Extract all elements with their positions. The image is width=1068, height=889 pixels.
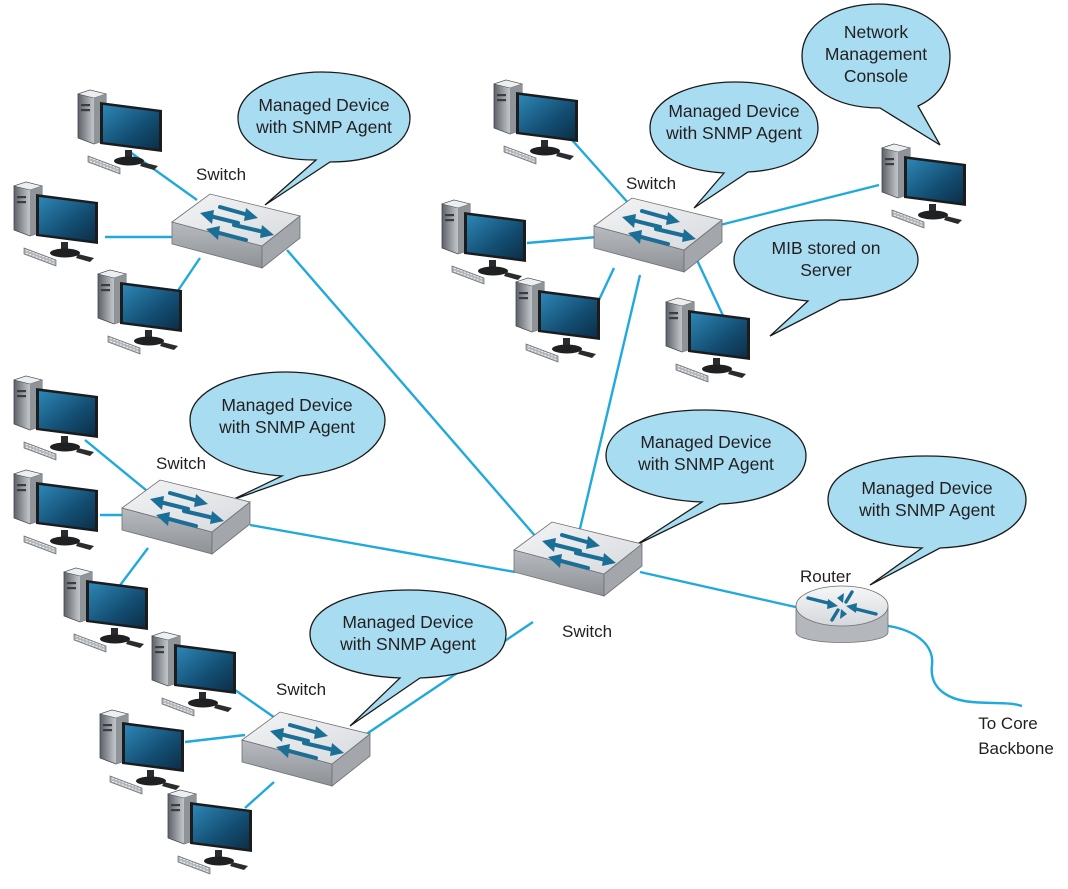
bubble-line: Managed Device xyxy=(221,395,352,415)
bubble-line: with SNMP Agent xyxy=(665,123,802,143)
link xyxy=(244,781,275,809)
workstation-icon xyxy=(441,199,527,285)
network-management-console-bubble: Network Management Console xyxy=(801,3,951,146)
link xyxy=(571,139,631,206)
bubble-line: with SNMP Agent xyxy=(255,117,392,137)
workstation-icon xyxy=(99,709,185,795)
workstation-icon xyxy=(63,567,149,653)
workstation-icon xyxy=(881,143,967,229)
backbone-label-line1: To Core xyxy=(978,714,1038,733)
bubble-line: MIB stored on xyxy=(772,238,881,258)
workstation-icon xyxy=(13,469,99,555)
link xyxy=(596,267,616,303)
link xyxy=(526,235,598,245)
bubble-line: Managed Device xyxy=(861,478,992,498)
switch-icon xyxy=(592,196,724,274)
link xyxy=(719,183,880,227)
backbone-label-line2: Backbone xyxy=(978,739,1054,758)
managed-device-bubble: Managed Device with SNMP Agent xyxy=(649,81,819,209)
backbone-cable xyxy=(874,623,1023,708)
bubble-line: Managed Device xyxy=(342,612,473,632)
bubble-line: with SNMP Agent xyxy=(858,500,995,520)
switch-label: Switch xyxy=(196,165,246,184)
switch-icon xyxy=(170,192,302,270)
managed-device-bubble: Managed Device with SNMP Agent xyxy=(827,455,1027,586)
managed-device-bubble: Managed Device with SNMP Agent xyxy=(189,371,386,501)
mib-stored-on-server-bubble: MIB stored on Server xyxy=(733,219,919,337)
switch-label: Switch xyxy=(626,174,676,193)
network-links xyxy=(84,139,1023,809)
link xyxy=(84,439,153,496)
switch-label: Switch xyxy=(562,622,612,641)
link xyxy=(249,523,516,574)
link xyxy=(576,274,642,538)
workstation-icon xyxy=(13,375,99,461)
bubble-line: with SNMP Agent xyxy=(339,634,476,654)
link xyxy=(286,249,544,546)
switch-label: Switch xyxy=(276,680,326,699)
bubble-line: Managed Device xyxy=(668,101,799,121)
router-label: Router xyxy=(800,567,851,586)
managed-device-bubble: Managed Device with SNMP Agent xyxy=(309,589,507,727)
link xyxy=(184,733,246,744)
managed-device-bubble: Managed Device with SNMP Agent xyxy=(237,71,411,206)
bubble-line: Managed Device xyxy=(258,95,389,115)
bubble-line: Console xyxy=(844,66,908,86)
switch-icon xyxy=(120,478,252,556)
bubble-line: Managed Device xyxy=(640,432,771,452)
link xyxy=(174,257,201,296)
workstation-icon xyxy=(493,79,579,165)
switch-label: Switch xyxy=(156,454,206,473)
bubble-line: Network xyxy=(844,22,908,42)
router-icon xyxy=(795,585,889,643)
workstation-icon xyxy=(515,277,601,363)
bubble-line: with SNMP Agent xyxy=(218,417,355,437)
workstation-icon xyxy=(77,89,163,175)
bubble-line: with SNMP Agent xyxy=(637,454,774,474)
workstation-icon xyxy=(151,631,237,717)
link xyxy=(639,570,801,610)
link xyxy=(694,257,728,323)
switch-icon xyxy=(240,710,372,788)
workstation-icon xyxy=(97,269,183,355)
workstation-icon xyxy=(167,789,253,875)
workstation-icon xyxy=(13,181,99,267)
workstation-icon xyxy=(665,297,751,383)
bubble-line: Server xyxy=(800,260,852,280)
bubble-line: Management xyxy=(825,44,927,64)
managed-device-bubble: Managed Device with SNMP Agent xyxy=(605,409,807,546)
